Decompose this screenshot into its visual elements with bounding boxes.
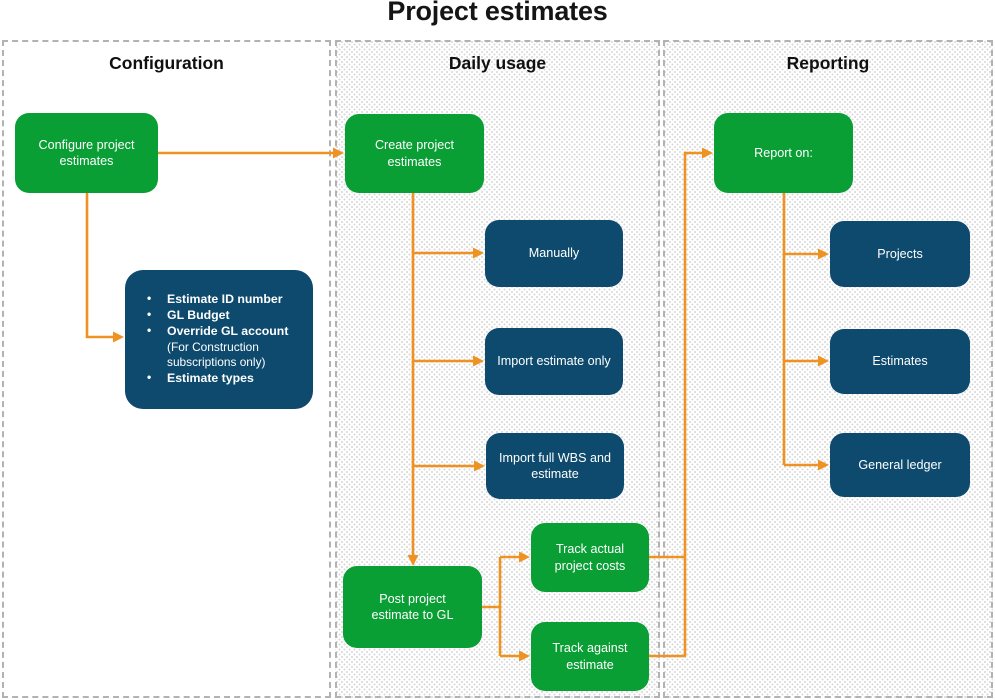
node-import-estimate-label: Import estimate only bbox=[497, 354, 611, 369]
list-item-label: Estimate types bbox=[167, 371, 254, 386]
node-estimates-label: Estimates bbox=[872, 354, 928, 369]
panel-reporting-header: Reporting bbox=[786, 53, 870, 73]
node-configure-label: Configure project estimates bbox=[38, 137, 135, 168]
panel-daily-usage-header: Daily usage bbox=[448, 53, 547, 73]
node-configure-project-estimates: Configure project estimates bbox=[15, 113, 158, 193]
bullet-icon: • bbox=[147, 370, 152, 385]
list-item-label: Estimate ID number bbox=[167, 292, 283, 307]
list-item-label: Override GL account bbox=[167, 323, 289, 338]
node-manually: Manually bbox=[485, 220, 623, 287]
node-estimates: Estimates bbox=[830, 329, 970, 394]
node-track-actual-project-costs: Track actual project costs bbox=[531, 523, 649, 592]
node-general-ledger-label: General ledger bbox=[858, 457, 942, 472]
list-item: • Estimate types bbox=[147, 370, 299, 387]
page-title: Project estimates bbox=[387, 0, 608, 26]
node-import-estimate-only: Import estimate only bbox=[485, 328, 623, 395]
list-item-label: GL Budget bbox=[167, 307, 230, 322]
list-item: • GL Budget bbox=[147, 307, 299, 324]
list-item-note: (For Construction subscriptions only) bbox=[167, 339, 266, 370]
bullet-icon: • bbox=[147, 306, 152, 321]
configuration-details-list: • Estimate ID number • GL Budget • Overr… bbox=[125, 291, 305, 387]
list-item: • Override GL account (For Construction … bbox=[147, 323, 299, 371]
node-track-against-label: Track against estimate bbox=[552, 641, 628, 672]
node-configuration-details: • Estimate ID number • GL Budget • Overr… bbox=[125, 270, 313, 409]
bullet-icon: • bbox=[147, 322, 152, 337]
node-track-actual-label: Track actual project costs bbox=[554, 542, 626, 573]
node-import-wbs-label: Import full WBS and estimate bbox=[499, 450, 611, 481]
node-manually-label: Manually bbox=[528, 246, 580, 261]
node-import-full-wbs-and-estimate: Import full WBS and estimate bbox=[486, 433, 624, 499]
node-post-label: Post project estimate to GL bbox=[371, 591, 454, 622]
list-item: • Estimate ID number bbox=[147, 291, 299, 308]
bullet-icon: • bbox=[147, 291, 152, 306]
node-projects: Projects bbox=[830, 221, 970, 287]
node-post-project-estimate-to-gl: Post project estimate to GL bbox=[343, 566, 482, 648]
node-report-on: Report on: bbox=[714, 113, 853, 193]
panel-configuration-header: Configuration bbox=[109, 53, 224, 73]
node-report-on-label: Report on: bbox=[754, 145, 813, 160]
node-create-project-estimates: Create project estimates bbox=[345, 114, 484, 193]
node-general-ledger: General ledger bbox=[830, 433, 970, 497]
node-create-label: Create project estimates bbox=[374, 138, 455, 169]
node-projects-label: Projects bbox=[877, 246, 923, 261]
node-track-against-estimate: Track against estimate bbox=[531, 622, 649, 691]
